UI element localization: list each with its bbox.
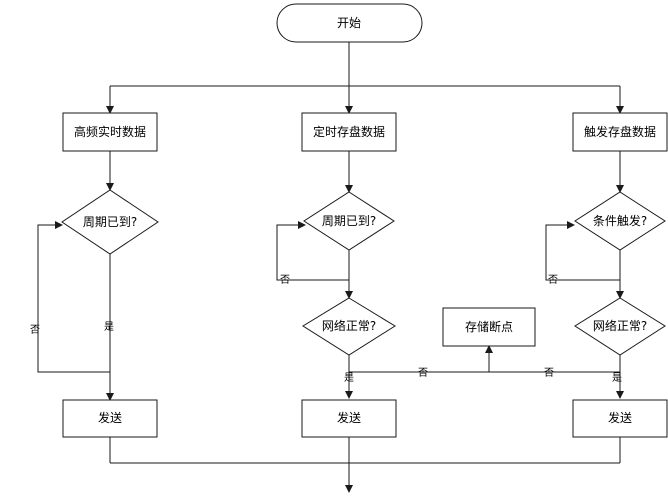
- col1-data-label: 高频实时数据: [74, 124, 146, 139]
- node-col2-data: 定时存盘数据: [301, 112, 397, 152]
- edge-label-col3-cond-no: 否: [548, 274, 558, 286]
- col3-cond-diamond: [574, 191, 666, 251]
- col2-cond-diamond: [303, 191, 395, 251]
- col1-send-label: 发送: [98, 410, 122, 425]
- storage-label: 存储断点: [465, 319, 513, 334]
- col2-data-label: 定时存盘数据: [313, 124, 385, 139]
- node-col3-send: 发送: [572, 399, 668, 438]
- start-terminator: [276, 3, 423, 43]
- edge-label-col2-net-no: 否: [418, 367, 428, 379]
- node-col1-send: 发送: [62, 399, 158, 438]
- node-col3-cond: 条件触发?: [574, 191, 666, 251]
- edge-labels: 否 是 否 是 否 否 否 是: [30, 274, 622, 384]
- col3-cond-label: 条件触发?: [593, 213, 647, 228]
- arrow-col2-cond-no-loop: [276, 221, 350, 281]
- edge-label-col1-yes: 是: [104, 321, 114, 333]
- edge-label-col3-net-no: 否: [544, 367, 554, 379]
- node-col2-cond: 周期已到?: [303, 191, 395, 251]
- col2-net-label: 网络正常?: [322, 318, 376, 333]
- node-col1-cond: 周期已到?: [61, 189, 159, 255]
- col3-data-label: 触发存盘数据: [584, 124, 656, 139]
- node-col2-send: 发送: [301, 399, 397, 438]
- col1-cond-diamond: [61, 189, 159, 255]
- arrow-col3-cond-no-loop: [545, 221, 621, 281]
- col2-net-diamond: [302, 297, 396, 356]
- edge-label-col2-cond-no: 否: [280, 274, 290, 286]
- col3-send-label: 发送: [608, 410, 632, 425]
- col2-send-label: 发送: [337, 410, 361, 425]
- arrow-col1-cond-no-loop: [37, 221, 110, 373]
- col2-send-box: [301, 399, 397, 438]
- node-col2-net: 网络正常?: [302, 297, 396, 356]
- connectors: [37, 42, 624, 493]
- node-col3-data: 触发存盘数据: [572, 112, 668, 152]
- node-col1-data: 高频实时数据: [62, 112, 158, 152]
- edge-label-col2-net-yes: 是: [344, 372, 354, 384]
- col2-data-box: [301, 112, 397, 152]
- col3-data-box: [572, 112, 668, 152]
- node-col3-net: 网络正常?: [574, 297, 666, 356]
- col3-send-box: [572, 399, 668, 438]
- storage-box: [442, 307, 536, 347]
- col3-net-label: 网络正常?: [593, 318, 647, 333]
- col1-send-box: [62, 399, 158, 438]
- node-start: 开始: [276, 3, 423, 43]
- col1-data-box: [62, 112, 158, 152]
- start-label: 开始: [337, 16, 361, 30]
- node-storage: 存储断点: [442, 307, 536, 347]
- edge-label-col3-net-yes: 是: [612, 372, 622, 384]
- edge-label-col1-no: 否: [30, 324, 40, 336]
- col1-cond-label: 周期已到?: [83, 215, 137, 229]
- col3-net-diamond: [574, 297, 666, 356]
- col2-cond-label: 周期已到?: [322, 214, 376, 228]
